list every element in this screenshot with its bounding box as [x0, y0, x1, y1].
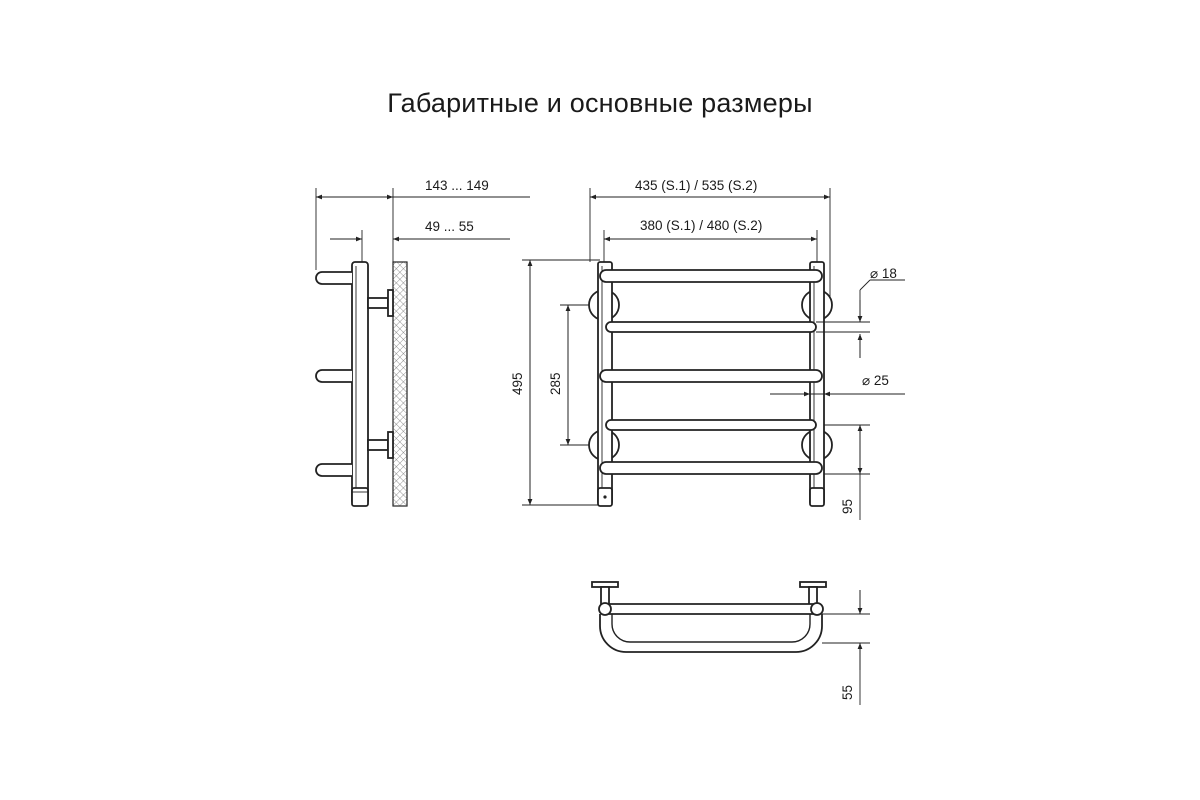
front-bar-1: [599, 269, 823, 283]
side-post: [351, 261, 369, 505]
side-bracket-top: [367, 297, 389, 309]
dim-side-depth-wall: 49 ... 55: [425, 219, 474, 234]
side-view: 143 ... 149 49 ... 55: [315, 178, 530, 507]
dim-top-depth: 55: [840, 685, 855, 700]
top-view: 55: [591, 581, 870, 705]
top-bar: [599, 603, 823, 615]
dim-front-width-inner: 380 (S.1) / 480 (S.2): [640, 218, 762, 233]
side-bar-bottom: [315, 463, 352, 477]
side-bracket-bottom: [367, 439, 389, 451]
front-bar-4: [605, 419, 817, 431]
dim-bar-diameter: ⌀ 18: [870, 266, 897, 281]
side-bar-top: [315, 271, 352, 285]
dim-front-width-total: 435 (S.1) / 535 (S.2): [635, 178, 757, 193]
page-title: Габаритные и основные размеры: [387, 88, 813, 118]
dim-height-total: 495: [510, 372, 525, 395]
dim-side-depth-total: 143 ... 149: [425, 178, 489, 193]
top-u-tube: [599, 614, 823, 653]
dim-post-diameter: ⌀ 25: [862, 373, 889, 388]
dim-bottom-offset: 95: [840, 499, 855, 514]
side-bar-middle: [315, 369, 352, 383]
front-bar-2: [605, 321, 817, 333]
dim-mount-spacing: 285: [548, 372, 563, 395]
front-bar-5: [599, 461, 823, 475]
front-bar-3: [599, 369, 823, 383]
front-view: 435 (S.1) / 535 (S.2) 380 (S.1) / 480 (S…: [510, 178, 905, 520]
